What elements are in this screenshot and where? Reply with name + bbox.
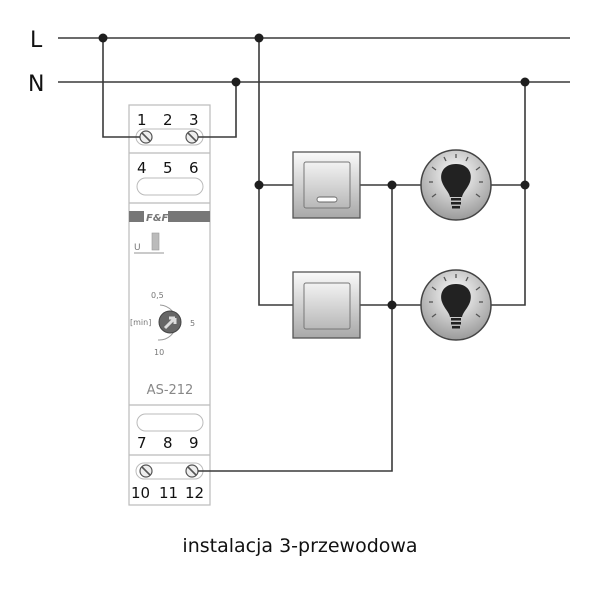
push-button-switch-1[interactable] <box>292 151 361 219</box>
terminal-5-label: 5 <box>163 159 173 177</box>
time-setting-knob[interactable] <box>157 304 182 341</box>
terminal-12-label: 12 <box>185 484 204 502</box>
voltage-indicator-label: U <box>134 243 141 253</box>
junction-dot <box>520 77 530 87</box>
terminal-9-label: 9 <box>189 434 199 452</box>
junction-dot <box>387 300 397 310</box>
knob-scale-mid: 5 <box>190 319 195 328</box>
terminal-7-label: 7 <box>137 434 147 452</box>
light-bulb-2-icon <box>420 269 492 341</box>
model-label: AS-212 <box>147 383 194 398</box>
arrow-icon <box>163 316 177 330</box>
terminal-8-label: 8 <box>163 434 173 452</box>
terminal-2-label: 2 <box>163 111 173 129</box>
timer-module: 1 2 3 4 5 6 F&F U 0,5 5 10 <box>128 104 211 506</box>
junction-dot <box>231 77 241 87</box>
wire-terminal-3-to-N <box>198 82 237 138</box>
light-bulb-1-icon <box>420 149 492 221</box>
brand-logo: F&F <box>146 213 169 224</box>
terminal-1-label: 1 <box>137 111 147 129</box>
module-housing <box>128 104 211 506</box>
neutral-line-label: N <box>28 72 44 97</box>
terminal-slot-4-6 <box>136 177 204 196</box>
voltage-led-icon <box>151 232 160 251</box>
screw-terminal-12-icon <box>185 464 199 478</box>
push-button-switch-2[interactable] <box>292 271 361 339</box>
diagram-caption: instalacja 3-przewodowa <box>182 535 418 557</box>
knob-unit-label: [min] <box>130 318 151 327</box>
junction-dot <box>254 180 264 190</box>
junction-dot <box>254 33 264 43</box>
terminal-6-label: 6 <box>189 159 199 177</box>
terminal-slot-7-9 <box>136 413 204 432</box>
phase-line-label: L <box>30 28 43 53</box>
switch-led-icon <box>316 196 338 203</box>
wire-lamp-2-to-N <box>491 82 526 306</box>
wire-L-to-switch-2 <box>258 38 293 306</box>
knob-scale-max: 10 <box>154 348 164 357</box>
knob-scale-min: 0,5 <box>151 291 164 300</box>
wire-L-to-terminal-1 <box>102 38 140 138</box>
terminal-3-label: 3 <box>189 111 199 129</box>
junction-dot <box>98 33 108 43</box>
screw-terminal-10-icon <box>139 464 153 478</box>
terminal-4-label: 4 <box>137 159 147 177</box>
screw-terminal-3-icon <box>185 130 199 144</box>
screw-terminal-1-icon <box>139 130 153 144</box>
wire-control-to-terminal-12 <box>198 185 393 472</box>
junction-dot <box>520 180 530 190</box>
terminal-11-label: 11 <box>159 484 178 502</box>
junction-dot <box>387 180 397 190</box>
terminal-10-label: 10 <box>131 484 150 502</box>
